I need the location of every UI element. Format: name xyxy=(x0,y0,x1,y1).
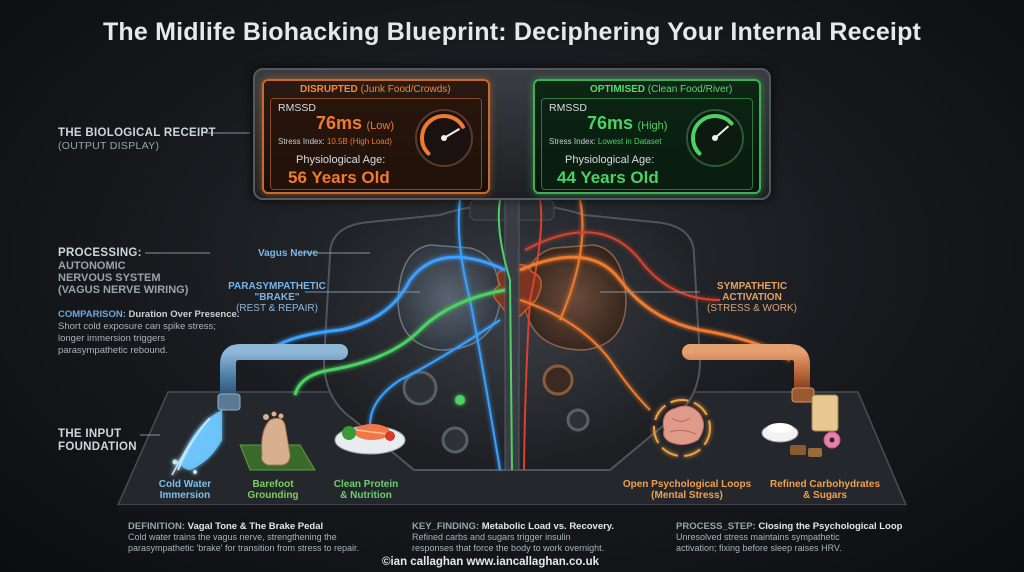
definition-note: DEFINITION: Vagal Tone & The Brake Pedal… xyxy=(128,521,360,553)
loops-label: Open Psychological Loops (Mental Stress) xyxy=(622,479,752,501)
disrupted-rmssd: 76ms (Low) xyxy=(316,113,395,133)
panel-wires xyxy=(457,199,584,471)
orange-pipe xyxy=(682,344,815,403)
protein-label: Clean Protein & Nutrition xyxy=(333,479,399,501)
input-label: THE INPUT FOUNDATION xyxy=(58,428,137,453)
sympathetic-label: SYMPATHETIC ACTIVATION (STRESS & WORK) xyxy=(706,281,797,314)
cold-water-label: Cold Water Immersion xyxy=(158,479,212,501)
carbs-label: Refined Carbohydrates & Sugars xyxy=(769,479,881,501)
sympathetic-wires xyxy=(519,231,791,411)
process-step-note: PROCESS_STEP: Closing the Psychological … xyxy=(676,521,903,553)
optimised-stress: Stress Index: Lowest in Dataset xyxy=(549,137,662,146)
disrupted-age: 56 Years Old xyxy=(288,168,390,187)
robot-body xyxy=(322,199,702,471)
optimised-rmssd: 76ms (High) xyxy=(587,113,668,133)
refined-carbs-icon xyxy=(761,394,841,457)
barefoot-grounding-icon xyxy=(239,411,316,471)
receipt-label: THE BIOLOGICAL RECEIPT (OUTPUT DISPLAY) xyxy=(58,127,216,152)
brain-loop-icon xyxy=(653,399,711,457)
disrupted-rmssd-label: RMSSD xyxy=(278,102,316,114)
optimised-gauge-icon xyxy=(686,109,744,167)
comparison-note: COMPARISON: Duration Over Presence. Shor… xyxy=(58,309,240,356)
disrupted-stress: Stress Index: 10.5B (High Load) xyxy=(278,137,392,146)
disrupted-phys-label: Physiological Age: xyxy=(296,154,386,166)
processing-label: PROCESSING: AUTONOMIC NERVOUS SYSTEM (VA… xyxy=(58,247,189,296)
parasympathetic-wires xyxy=(269,255,506,426)
optimised-rmssd-label: RMSSD xyxy=(549,102,587,114)
vagus-nerve-label: Vagus Nerve xyxy=(258,248,319,259)
cold-water-icon xyxy=(171,410,222,476)
credit: ©ian callaghan www.iancallaghan.co.uk xyxy=(382,556,600,568)
clean-protein-icon xyxy=(334,424,406,455)
parasympathetic-label: PARASYMPATHETIC "BRAKE" (REST & REPAIR) xyxy=(228,281,326,314)
optimised-phys-label: Physiological Age: xyxy=(565,154,655,166)
optimised-age: 44 Years Old xyxy=(557,168,659,187)
barefoot-label: Barefoot Grounding xyxy=(247,479,299,501)
optimised-header: OPTIMISED (Clean Food/River) xyxy=(590,84,733,95)
disrupted-header: DISRUPTED (Junk Food/Crowds) xyxy=(300,84,451,95)
key-finding-note: KEY_FINDING: Metabolic Load vs. Recovery… xyxy=(412,521,615,553)
blue-pipe xyxy=(217,344,348,411)
page-title: The Midlife Biohacking Blueprint: Deciph… xyxy=(102,18,922,46)
leader-lines xyxy=(140,132,700,436)
disrupted-gauge-icon xyxy=(415,109,473,167)
